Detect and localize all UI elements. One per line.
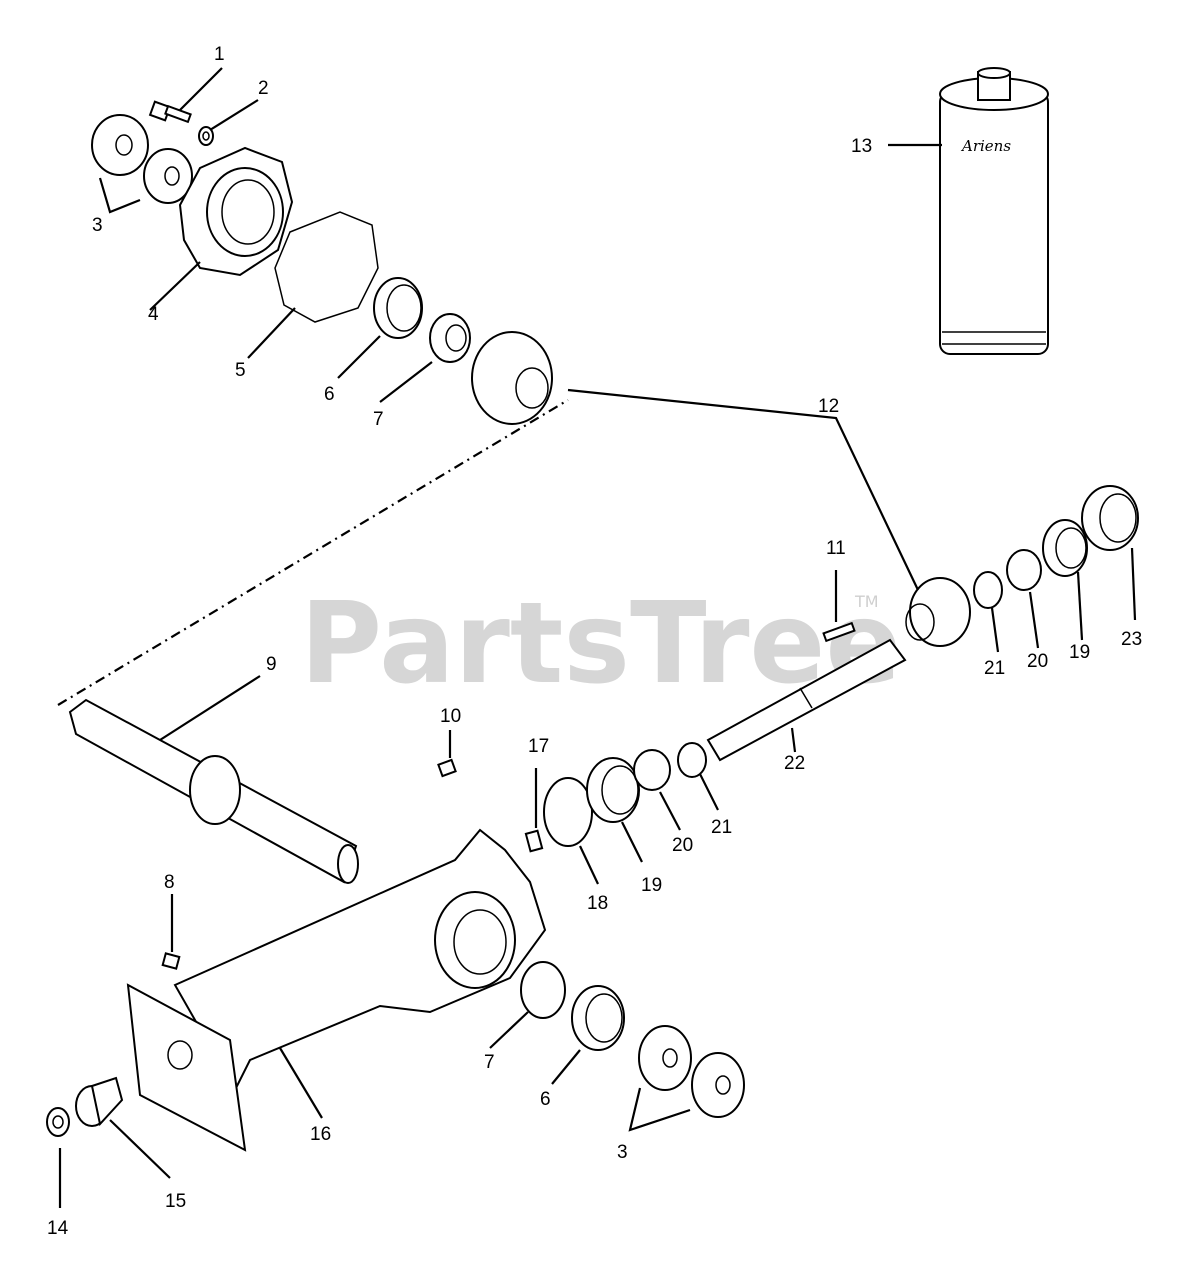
callout-6-top: 6	[324, 384, 335, 405]
watermark-trademark: TM	[854, 592, 879, 611]
callout-20-right: 20	[1027, 651, 1048, 672]
callout-16: 16	[310, 1124, 331, 1145]
part-4-cover[interactable]	[178, 146, 294, 277]
part-6-bottom-cup[interactable]	[571, 985, 625, 1051]
part-3-bottom-cones[interactable]	[638, 1025, 745, 1118]
watermark-text: PartsTree	[300, 579, 901, 709]
callout-1: 1	[214, 44, 225, 65]
callout-22: 22	[784, 753, 805, 774]
callout-8: 8	[164, 872, 175, 893]
part-12-gear[interactable]	[471, 331, 553, 425]
part-16-housing[interactable]	[126, 828, 547, 1152]
callout-3-bottom: 3	[617, 1142, 628, 1163]
part-11-key[interactable]	[822, 621, 856, 643]
part-20-middle-cone[interactable]	[633, 749, 671, 791]
callout-labels: 1 2 3 4 5 6 7 13 12 11 21 20 19 23 9 10 …	[47, 44, 1142, 1239]
callout-14: 14	[47, 1218, 69, 1239]
part-13-bottle[interactable]: Ariens	[939, 67, 1049, 355]
part-7-bottom-cone[interactable]	[520, 961, 566, 1019]
callout-13: 13	[851, 136, 872, 157]
callout-7-top: 7	[373, 409, 384, 430]
callout-15: 15	[165, 1191, 186, 1212]
callout-3-top: 3	[92, 215, 103, 236]
part-18-snap-ring[interactable]	[543, 777, 593, 847]
part-5-gasket[interactable]	[274, 211, 379, 323]
part-21-right-spacer[interactable]	[973, 571, 1003, 609]
part-7-top-cone[interactable]	[429, 313, 471, 363]
callout-17: 17	[528, 736, 549, 757]
part-14-washer[interactable]	[46, 1107, 70, 1137]
callout-9: 9	[266, 654, 277, 675]
callout-21-middle: 21	[711, 817, 732, 838]
part-3-top-cones[interactable]	[91, 114, 193, 204]
part-1-bolt[interactable]	[148, 100, 192, 124]
callout-7-bottom: 7	[484, 1052, 495, 1073]
callout-18: 18	[587, 893, 608, 914]
leader-lines	[57, 67, 1137, 1208]
callout-20-middle: 20	[672, 835, 693, 856]
callout-19-right: 19	[1069, 642, 1090, 663]
bottle-brand-label: Ariens	[960, 137, 1011, 155]
callout-2: 2	[258, 78, 269, 99]
callout-19-middle: 19	[641, 875, 662, 896]
part-9-shaft[interactable]	[68, 698, 359, 884]
callout-12: 12	[818, 396, 839, 417]
part-6-top-cup[interactable]	[373, 277, 423, 339]
part-12-worm[interactable]	[905, 577, 971, 647]
part-19-middle-cup[interactable]	[586, 757, 640, 823]
part-21-middle-spacer[interactable]	[677, 742, 707, 778]
callout-11: 11	[826, 538, 846, 559]
callout-23: 23	[1121, 629, 1142, 650]
callout-10: 10	[440, 706, 461, 727]
part-2-washer[interactable]	[198, 126, 214, 146]
part-17-fitting[interactable]	[524, 829, 544, 853]
callout-6-bottom: 6	[540, 1089, 551, 1110]
callout-5: 5	[235, 360, 246, 381]
part-20-right-cone[interactable]	[1006, 549, 1042, 591]
part-15-bushing[interactable]	[75, 1076, 124, 1127]
part-23-cap[interactable]	[1081, 485, 1139, 551]
part-22-worm-shaft[interactable]	[706, 638, 907, 762]
part-10-set-screw[interactable]	[437, 758, 457, 778]
callout-21-right: 21	[984, 658, 1005, 679]
callout-4: 4	[148, 304, 159, 325]
part-19-right-cup[interactable]	[1042, 519, 1088, 577]
part-8-pin[interactable]	[161, 952, 181, 970]
